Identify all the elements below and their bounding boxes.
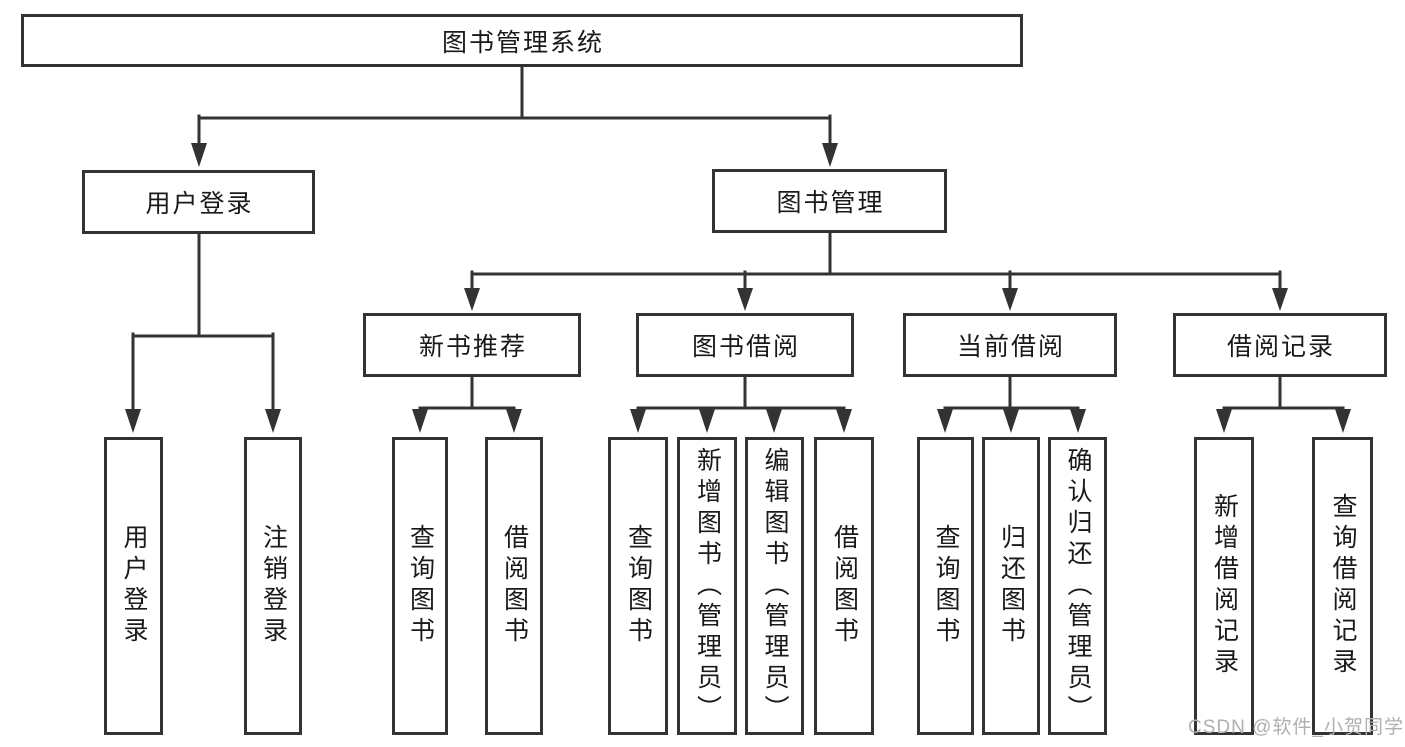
node-library-system: 图书管理系统	[21, 14, 1023, 67]
node-book-management: 图书管理	[712, 169, 947, 233]
leaf-borrowing-query-books: 查询图书	[608, 437, 668, 735]
leaf-recommend-borrow-books: 借阅图书	[485, 437, 543, 735]
leaf-user-login: 用户登录	[104, 437, 163, 735]
leaf-current-query-books: 查询图书	[917, 437, 974, 735]
node-new-book-recommendation: 新书推荐	[363, 313, 581, 377]
leaf-logout: 注销登录	[244, 437, 302, 735]
leaf-borrowing-edit-books-admin: 编辑图书（管理员）	[745, 437, 804, 735]
node-user-login: 用户登录	[82, 170, 315, 234]
node-borrowing-records: 借阅记录	[1173, 313, 1387, 377]
watermark: CSDN @软件_小贺同学	[1188, 717, 1404, 738]
leaf-current-return-books: 归还图书	[982, 437, 1040, 735]
leaf-borrowing-add-books-admin: 新增图书（管理员）	[677, 437, 737, 735]
node-current-borrowing: 当前借阅	[903, 313, 1117, 377]
leaf-recommend-query-books: 查询图书	[392, 437, 448, 735]
leaf-records-add-record: 新增借阅记录	[1194, 437, 1254, 735]
node-book-borrowing: 图书借阅	[636, 313, 854, 377]
leaf-current-confirm-return-admin: 确认归还（管理员）	[1048, 437, 1107, 735]
leaf-records-query-record: 查询借阅记录	[1312, 437, 1373, 735]
leaf-borrowing-borrow-books: 借阅图书	[814, 437, 874, 735]
